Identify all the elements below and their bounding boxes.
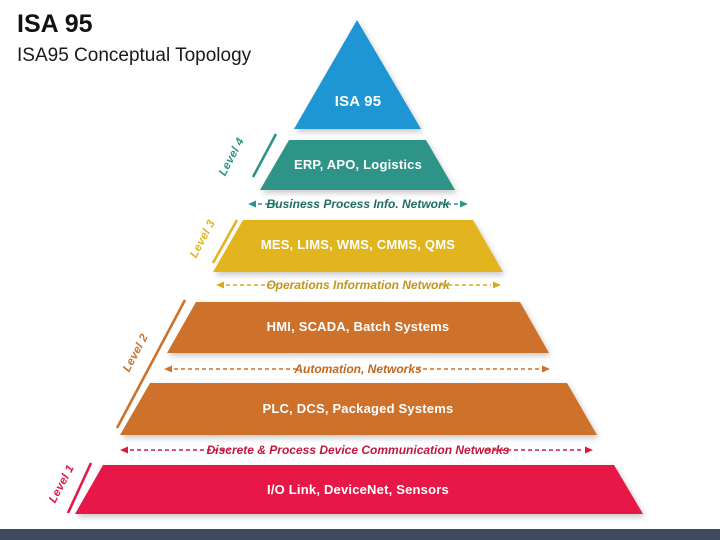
network3-left-arrow-icon (164, 365, 172, 373)
page-subtitle: ISA95 Conceptual Topology (17, 44, 252, 66)
pyramid-apex-triangle (294, 20, 421, 129)
level4-side-label: Level 4 (217, 136, 247, 178)
band-level1-label: I/O Link, DeviceNet, Sensors (267, 482, 449, 497)
band-level2-hmi (167, 302, 549, 353)
level4-slash (251, 133, 278, 178)
level1-slash (66, 462, 93, 514)
network2-label: Operations Information Network (266, 278, 451, 292)
band-level2-plc (120, 383, 597, 435)
level1-side-label: Level 1 (47, 463, 77, 505)
network3-label: Automation, Networks (293, 362, 422, 376)
network4-label: Discrete & Process Device Communication … (207, 443, 510, 457)
pyramid-apex-label: ISA 95 (335, 93, 382, 110)
band-level2-plc-label: PLC, DCS, Packaged Systems (263, 401, 454, 416)
page-title: ISA 95 (17, 10, 93, 38)
level2-slash (115, 299, 187, 429)
level3-side-label: Level 3 (188, 218, 218, 260)
network4-left-arrow-icon (120, 446, 128, 454)
footer-accent-bar (0, 529, 720, 540)
network4-right-arrow-icon (585, 446, 593, 454)
band-level3-label: MES, LIMS, WMS, CMMS, QMS (261, 237, 455, 252)
band-level3 (213, 220, 503, 272)
band-level1 (75, 465, 643, 514)
network1-left-arrow-icon (248, 200, 256, 208)
level2-side-label: Level 2 (121, 332, 151, 374)
network1-right-arrow-icon (460, 200, 468, 208)
slide-header: ISA 95 ISA95 Conceptual Topology (17, 10, 251, 67)
network2-left-arrow-icon (216, 281, 224, 289)
band-level4-label: ERP, APO, Logistics (294, 157, 422, 172)
band-level4 (260, 140, 455, 190)
band-level2-hmi-label: HMI, SCADA, Batch Systems (267, 319, 450, 334)
network2-right-arrow-icon (493, 281, 501, 289)
level3-slash (211, 219, 239, 264)
network1-label: Business Process Info. Network (267, 197, 451, 211)
network3-right-arrow-icon (542, 365, 550, 373)
